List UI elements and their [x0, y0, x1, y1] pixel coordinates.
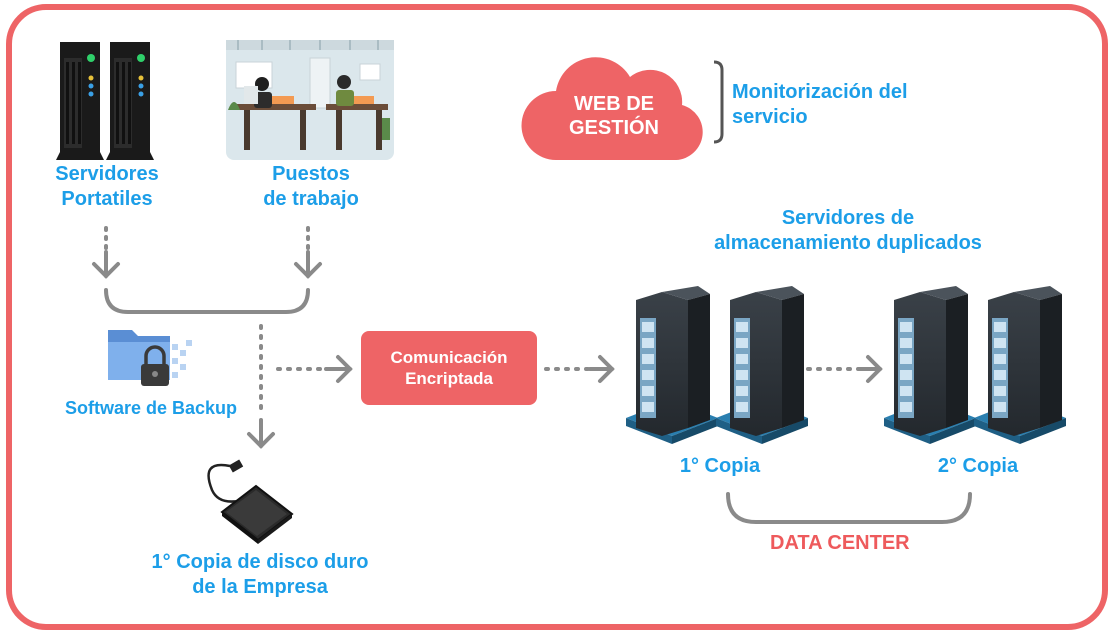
encrypted-communication-box: Comunicación Encriptada — [361, 331, 537, 405]
arrow-copy1-to-copy2 — [806, 355, 883, 383]
workstations-label: Puestos de trabajo — [263, 163, 359, 210]
backup-software-label: Software de Backup — [64, 398, 238, 418]
backup-software-icon — [108, 330, 192, 386]
copy2-label: 2° Copia — [937, 455, 1019, 477]
datacenter-bracket — [726, 492, 972, 524]
monitoring-bracket — [713, 60, 724, 144]
datacenter-label: DATA CENTER — [770, 532, 910, 554]
server-racks-copy2 — [884, 286, 1066, 444]
arrow-to-datacenter — [544, 355, 615, 383]
portable-servers-icon — [56, 42, 154, 160]
connector-arrows-top — [92, 226, 322, 314]
web-gestion-label: WEB DE GESTIÓN — [568, 93, 659, 139]
external-hard-drive-icon — [207, 459, 294, 544]
cloud-shape — [521, 57, 703, 161]
workstations-illustration — [226, 40, 394, 160]
monitoring-label: Monitorización del servicio — [732, 81, 908, 128]
arrow-to-hard-disk — [247, 324, 275, 449]
arrow-to-encryption — [276, 355, 353, 383]
copy1-label: 1° Copia — [679, 455, 761, 477]
encrypted-communication-label: Comunicación Encriptada — [390, 348, 508, 388]
local-copy-label: 1° Copia de disco duro de la Empresa — [151, 551, 369, 598]
storage-servers-title: Servidores de almacenamiento duplicados — [714, 207, 982, 254]
server-racks-copy1 — [626, 286, 808, 444]
portable-servers-label: Servidores Portatiles — [55, 163, 159, 210]
